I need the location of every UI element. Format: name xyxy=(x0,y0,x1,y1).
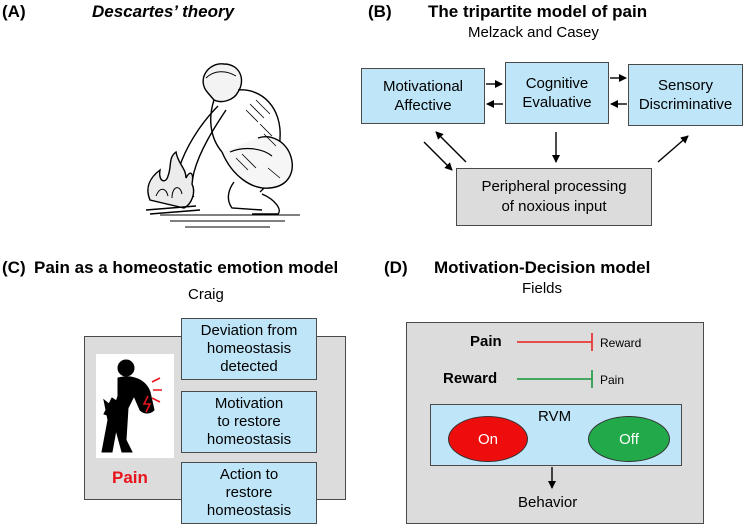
arrow-peripheral-to-motivational xyxy=(435,131,467,163)
off-label: Off xyxy=(619,430,639,448)
arrow-motivational-to-peripheral xyxy=(423,141,453,171)
peripheral-line-2: of noxious input xyxy=(501,198,607,215)
sensory-line-1: Sensory xyxy=(657,77,714,94)
on-cell-node: On xyxy=(448,416,528,462)
panel-d-label: (D) xyxy=(384,258,408,277)
deviation-box: Deviation from homeostasis detected xyxy=(181,318,317,380)
off-cell-node: Off xyxy=(588,416,670,462)
action-line-1: Action to xyxy=(219,466,279,483)
cognitive-evaluative-box: Cognitive Evaluative xyxy=(505,62,609,124)
motivational-line-1: Motivational xyxy=(382,78,464,95)
action-line-3: homeostasis xyxy=(206,502,292,519)
pain-inhibits-reward-line xyxy=(517,333,593,351)
panel-b-title: The tripartite model of pain xyxy=(428,2,648,21)
motivation-line-3: homeostasis xyxy=(206,431,292,448)
pain-input-label: Pain xyxy=(470,333,502,350)
panel-b-subtitle: Melzack and Casey xyxy=(468,24,599,41)
deviation-line-2: homeostasis xyxy=(206,340,292,357)
behavior-label: Behavior xyxy=(518,494,578,511)
motivational-line-2: Affective xyxy=(394,97,452,114)
pain-inhibits-target: Reward xyxy=(600,336,642,350)
reward-inhibits-target: Pain xyxy=(600,373,625,387)
on-label: On xyxy=(477,430,498,448)
reward-input-label: Reward xyxy=(443,370,498,387)
peripheral-processing-box: Peripheral processing of noxious input xyxy=(456,168,652,226)
motivation-restore-box: Motivation to restore homeostasis xyxy=(181,391,317,453)
panel-a-label: (A) xyxy=(2,2,26,21)
deviation-line-1: Deviation from xyxy=(200,322,298,339)
sensory-discriminative-box: Sensory Discriminative xyxy=(628,64,743,126)
action-restore-box: Action to restore homeostasis xyxy=(181,462,317,524)
arrow-peripheral-to-sensory xyxy=(657,135,689,163)
panel-c-label: (C) xyxy=(2,258,26,277)
pain-label: Pain xyxy=(112,468,148,487)
panel-b-label: (B) xyxy=(368,2,392,21)
pain-rays-icon xyxy=(151,377,162,403)
motivation-line-1: Motivation xyxy=(214,395,284,412)
peripheral-line-1: Peripheral processing xyxy=(481,178,627,195)
panel-a-title: Descartes’ theory xyxy=(92,2,235,21)
panel-c-subtitle: Craig xyxy=(188,286,224,303)
deviation-line-3: detected xyxy=(220,358,278,375)
panel-d-title: Motivation-Decision model xyxy=(434,258,651,277)
motivational-affective-box: Motivational Affective xyxy=(361,68,485,124)
cognitive-line-2: Evaluative xyxy=(522,94,592,111)
panel-d-subtitle: Fields xyxy=(522,280,563,297)
reward-inhibits-pain-line xyxy=(517,370,593,388)
rvm-label: RVM xyxy=(538,408,572,425)
cognitive-line-1: Cognitive xyxy=(525,75,589,92)
sensory-line-2: Discriminative xyxy=(638,96,733,113)
panel-c-title: Pain as a homeostatic emotion model xyxy=(34,258,339,277)
action-line-2: restore xyxy=(225,484,273,501)
motivation-line-2: to restore xyxy=(217,413,281,430)
